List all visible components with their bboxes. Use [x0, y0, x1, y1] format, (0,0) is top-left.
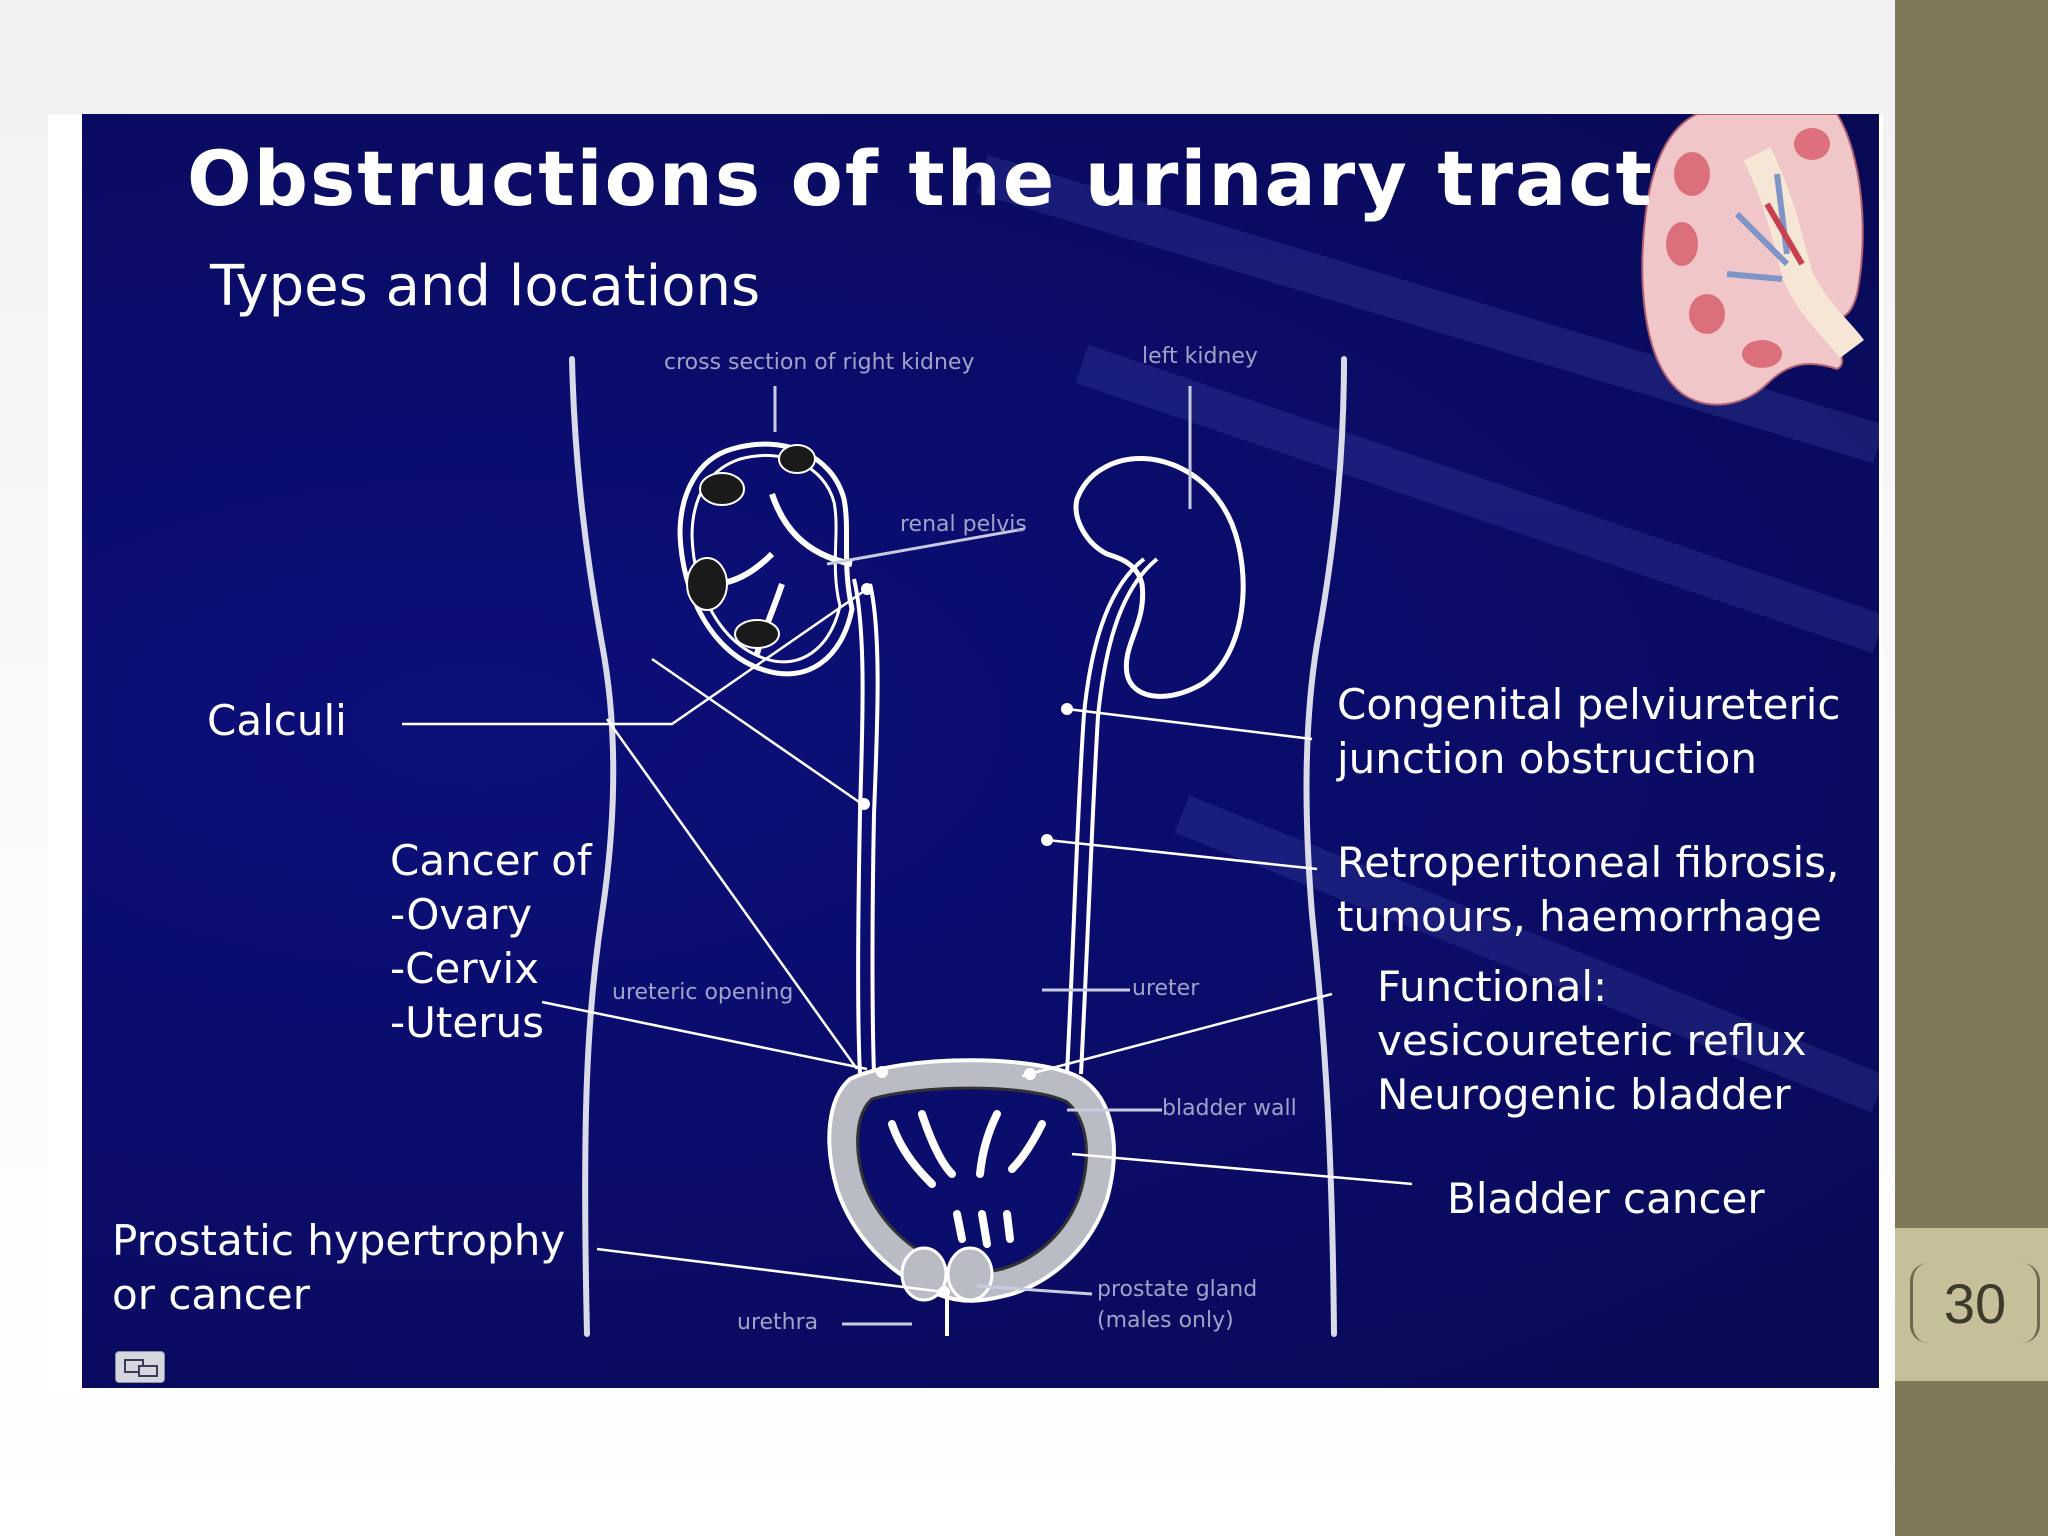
label-ureter: ureter: [1132, 976, 1200, 1001]
slide: Obstructions of the urinary tract Types …: [82, 114, 1879, 1388]
annotation-uterus: -Uterus: [390, 998, 544, 1047]
annotation-congenital-2: junction obstruction: [1337, 734, 1757, 783]
annotation-retro-2: tumours, haemorrhage: [1337, 892, 1822, 941]
label-cross-section-right-kidney: cross section of right kidney: [664, 350, 975, 375]
renal-pyramids: [686, 444, 816, 649]
junction-dots: [858, 583, 1073, 1298]
page-number: 30: [1910, 1263, 2040, 1343]
left-kidney: [1073, 455, 1246, 699]
annotation-lines: [402, 587, 1413, 1294]
label-bladder-wall: bladder wall: [1162, 1096, 1297, 1121]
label-ureteric-opening: ureteric opening: [612, 980, 794, 1005]
annotation-prostatic-1: Prostatic hypertrophy: [112, 1216, 566, 1265]
label-renal-pelvis: renal pelvis: [900, 512, 1027, 537]
page-number-badge: [1895, 1228, 2048, 1381]
label-urethra: urethra: [737, 1310, 819, 1335]
label-left-kidney: left kidney: [1142, 344, 1258, 369]
label-males-only: (males only): [1097, 1308, 1234, 1333]
annotation-bladder-cancer: Bladder cancer: [1447, 1174, 1765, 1223]
label-prostate-gland: prostate gland: [1097, 1277, 1258, 1302]
kidney-illustration: [1641, 114, 1864, 406]
annotation-functional-1: Functional:: [1377, 962, 1608, 1011]
annotation-cervix: -Cervix: [390, 944, 539, 993]
annotation-calculi: Calculi: [207, 696, 347, 745]
annotation-retro-1: Retroperitoneal fibrosis,: [1337, 838, 1840, 887]
annotation-functional-3: Neurogenic bladder: [1377, 1070, 1791, 1119]
annotation-functional-2: vesicoureteric reflux: [1377, 1016, 1807, 1065]
slide-title: Obstructions of the urinary tract: [187, 134, 1654, 223]
body-outline: [569, 356, 1347, 1337]
label-leaders: [773, 386, 1192, 1326]
slide-subtitle: Types and locations: [210, 254, 761, 319]
annotation-prostatic-2: or cancer: [112, 1270, 310, 1319]
annotation-cancer-of: Cancer of: [390, 836, 592, 885]
annotation-ovary: -Ovary: [390, 890, 533, 939]
bladder: [827, 1058, 1116, 1303]
window-icon-secondary: [138, 1365, 158, 1377]
slide-view-button[interactable]: [115, 1351, 165, 1383]
ureters: [852, 557, 1159, 1075]
annotation-congenital-1: Congenital pelviureteric: [1337, 680, 1841, 729]
